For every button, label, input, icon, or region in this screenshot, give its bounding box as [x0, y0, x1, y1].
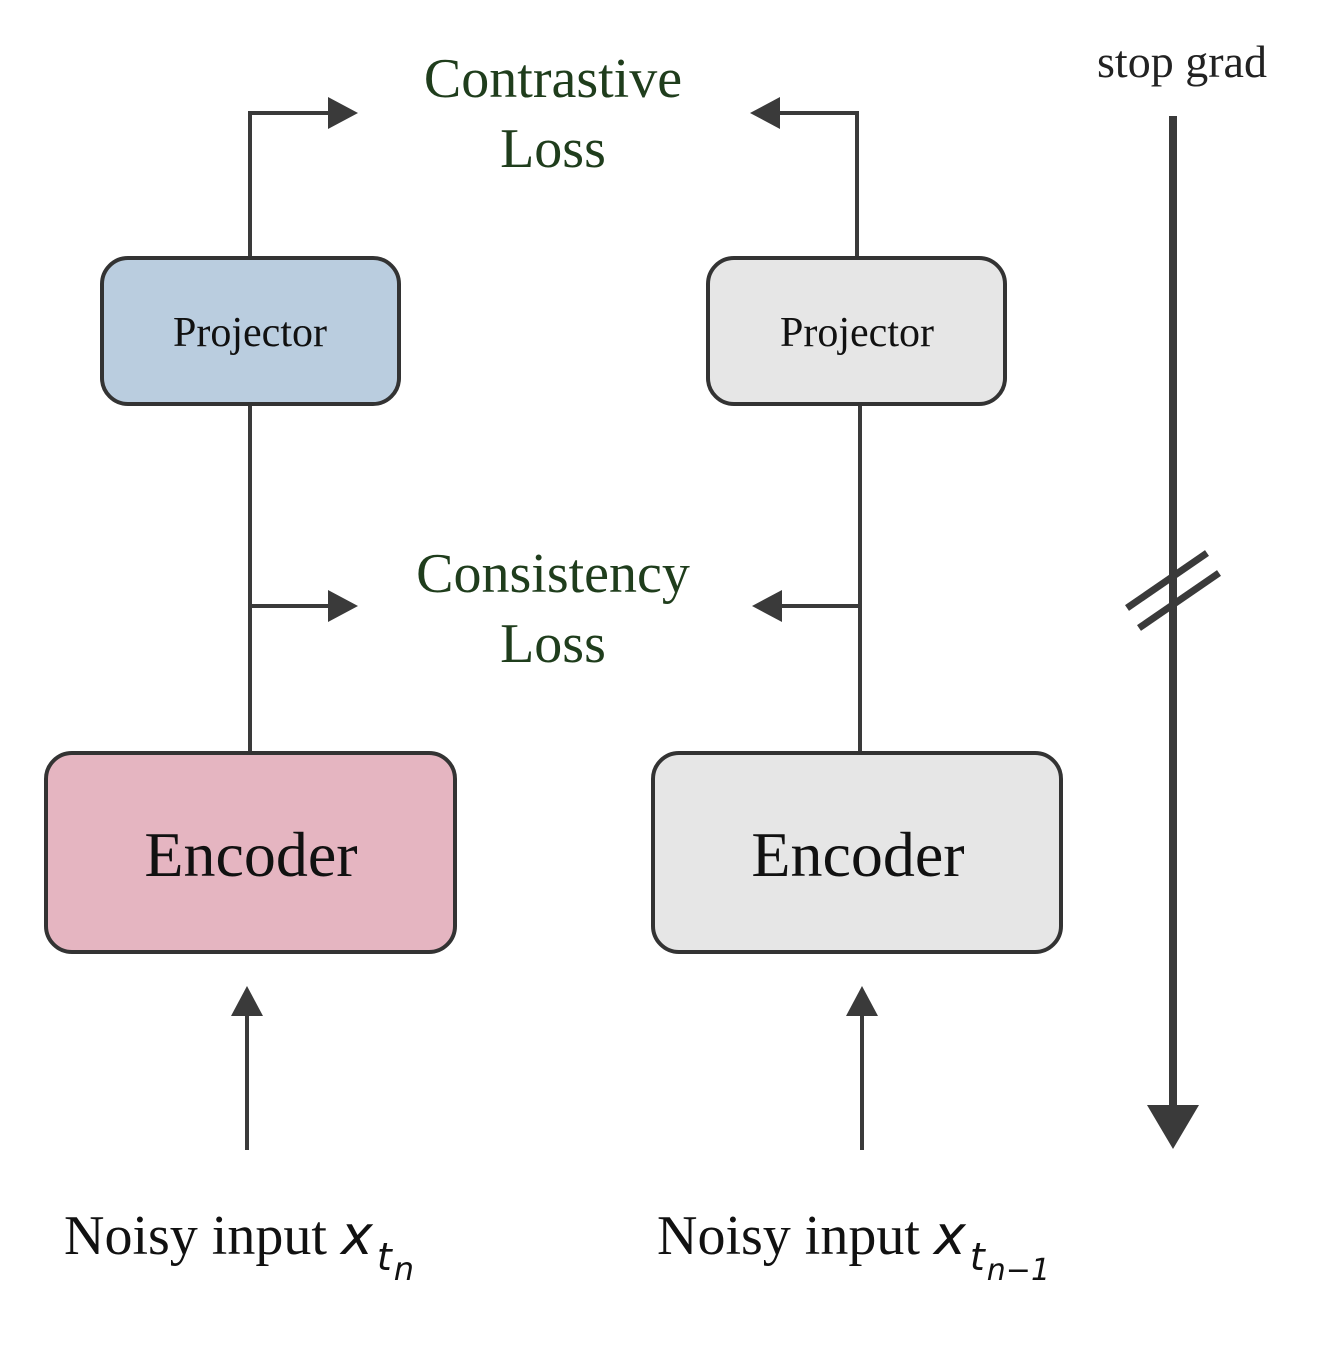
right-consistency-arrowhead	[752, 590, 782, 622]
contrastive-loss-label: Contrastive Loss	[424, 48, 682, 180]
stop-grad-label: stop grad	[1097, 36, 1267, 87]
right-input-subsub: n−1	[987, 1253, 1050, 1288]
right-contrastive-arrowhead	[750, 97, 780, 129]
right-input-var: x	[932, 1204, 967, 1267]
contrastive-loss-line2: Loss	[500, 118, 606, 180]
stop-grad-arrowhead	[1147, 1105, 1199, 1149]
consistency-loss-line2: Loss	[500, 613, 606, 675]
consistency-loss-line1: Consistency	[416, 543, 690, 605]
right-projector-box: Projector	[706, 256, 1007, 406]
left-consistency-arrowhead	[328, 590, 358, 622]
left-projector-box: Projector	[100, 256, 401, 406]
left-projector-label: Projector	[173, 310, 327, 356]
contrastive-loss-line1: Contrastive	[424, 48, 682, 110]
right-input-arrow	[846, 986, 878, 1150]
left-input-subsub: n	[394, 1250, 414, 1288]
stop-grad-break-mark	[1125, 550, 1221, 631]
stop-grad-indicator: stop grad	[1097, 36, 1267, 1149]
left-input-text: Noisy input	[64, 1205, 341, 1267]
right-input-text: Noisy input	[657, 1205, 934, 1267]
consistency-loss-label: Consistency Loss	[416, 543, 690, 675]
right-consistency-connector	[752, 590, 860, 622]
left-input-arrowhead	[231, 986, 263, 1016]
right-contrastive-connector	[750, 97, 859, 258]
left-consistency-connector	[250, 590, 358, 622]
right-input-sub: t	[970, 1235, 987, 1279]
left-encoder-label: Encoder	[144, 819, 357, 890]
right-input-arrowhead	[846, 986, 878, 1016]
left-contrastive-connector	[248, 97, 358, 258]
left-input-sub: t	[377, 1235, 394, 1279]
left-contrastive-arrowhead	[328, 97, 358, 129]
left-input-arrow	[231, 986, 263, 1150]
right-encoder-label: Encoder	[751, 819, 964, 890]
left-encoder-box: Encoder	[44, 751, 457, 954]
right-projector-label: Projector	[780, 310, 934, 356]
right-encoder-box: Encoder	[651, 751, 1063, 954]
left-input-var: x	[339, 1204, 374, 1267]
